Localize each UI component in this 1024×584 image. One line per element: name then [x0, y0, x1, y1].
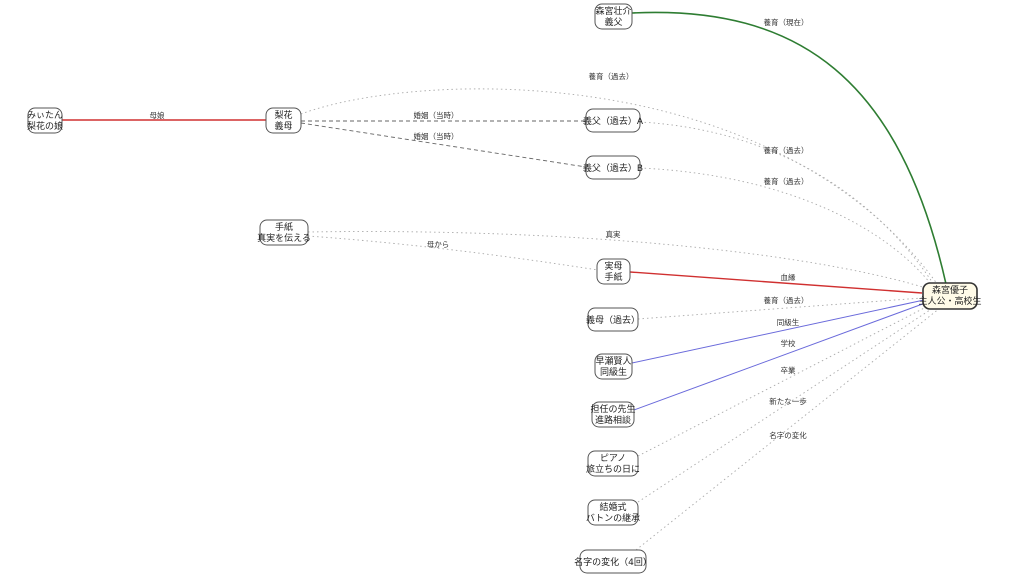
edge-label-letter-birthmom: 母から: [427, 240, 450, 249]
node-box: [265, 107, 302, 134]
node-label-line1: 義母（過去）: [586, 314, 640, 326]
node-box: [259, 219, 309, 246]
edge-label-letter-yuko: 真実: [606, 229, 621, 239]
node-label-line1: 名字の変化（4回）: [574, 556, 652, 568]
node-label-line1: 担任の先生: [590, 403, 635, 415]
node-teacher[interactable]: 担任の先生 進路相談: [590, 401, 636, 428]
node-rika[interactable]: 梨花 義母: [265, 107, 302, 134]
node-label-line1: 義父（過去）B: [583, 162, 643, 174]
edge-label-hayase-yuko: 同級生: [777, 317, 800, 327]
edge-label-wedding-yuko: 新たな一歩: [769, 396, 807, 406]
edge-label-fatherB-yuko: 養育（過去）: [764, 176, 809, 186]
node-stepmom[interactable]: 義母（過去）: [586, 307, 640, 332]
node-miitan[interactable]: みぃたん 梨花の娘: [27, 107, 63, 134]
edge-label-stepmom-yuko: 養育（過去）: [764, 295, 809, 305]
edge-label-miitan-rika: 母娘: [150, 110, 165, 120]
node-label-line2: 手紙: [604, 271, 622, 283]
node-sousuke[interactable]: 森宮壮介 義父: [594, 3, 633, 30]
node-fatherB[interactable]: 義父（過去）B: [583, 155, 643, 180]
node-piano[interactable]: ピアノ 旅立ちの日に: [586, 450, 640, 477]
node-label-line2: 義父: [604, 16, 622, 28]
edges: [62, 11, 947, 551]
edge-label-piano-yuko: 卒業: [781, 365, 796, 375]
edge-label-birthmom-yuko: 血縁: [781, 272, 796, 282]
edge-fatherB-yuko: [639, 167, 935, 289]
node-label-line2: バトンの継承: [586, 512, 640, 524]
edge-labels: 母娘 婚姻（当時） 婚姻（当時） 養育（過去） 養育（現在） 養育（過去） 養育…: [150, 17, 809, 440]
edge-rika-fatherB: [300, 122, 587, 168]
node-label-line2: 梨花の娘: [27, 120, 63, 132]
edge-sousuke-yuko: [631, 11, 947, 285]
edge-label-rika-yuko: 養育（過去）: [589, 71, 634, 81]
node-box: [579, 549, 647, 574]
edge-label-teacher-yuko: 学校: [781, 338, 796, 348]
edge-label-fatherA-yuko: 養育（過去）: [764, 145, 809, 155]
node-label-line2: 真実を伝える: [257, 232, 311, 244]
node-label-line1: 手紙: [275, 221, 293, 233]
node-label-line1: 森宮優子: [932, 284, 968, 296]
node-label-line1: 実母: [604, 260, 622, 272]
node-box: [587, 307, 639, 332]
edge-hayase-yuko: [631, 299, 925, 364]
edge-namechange-yuko: [635, 307, 941, 551]
node-box: [585, 108, 641, 133]
node-fatherA[interactable]: 義父（過去）A: [583, 108, 644, 133]
node-box: [591, 401, 635, 428]
node-label-line2: 主人公・高校生: [918, 295, 981, 307]
node-label-line1: ピアノ: [600, 453, 626, 464]
node-birthmom[interactable]: 実母 手紙: [596, 258, 631, 285]
node-hayase[interactable]: 早瀬賢人 同級生: [594, 353, 633, 380]
edge-letter-birthmom: [307, 235, 599, 271]
node-label-line1: 森宮壮介: [595, 5, 631, 17]
node-yuko[interactable]: 森宮優子 主人公・高校生: [918, 282, 982, 310]
node-label-line2: 旅立ちの日に: [586, 463, 640, 475]
node-box-main: [922, 282, 978, 310]
node-box: [596, 258, 631, 285]
node-label-line1: 結婚式: [599, 501, 626, 513]
node-label-line2: 進路相談: [595, 414, 631, 426]
node-label-line1: みぃたん: [27, 110, 63, 121]
node-box: [585, 155, 641, 180]
edge-letter-yuko: [307, 231, 927, 289]
node-label-line1: 早瀬賢人: [595, 355, 631, 367]
edge-label-sousuke-yuko: 養育（現在）: [764, 17, 809, 27]
edge-teacher-yuko: [633, 301, 929, 411]
node-wedding[interactable]: 結婚式 バトンの継承: [586, 499, 640, 526]
node-label-line2: 義母: [274, 120, 292, 132]
node-label-line2: 同級生: [600, 366, 627, 378]
node-namechange[interactable]: 名字の変化（4回）: [574, 549, 652, 574]
edge-rika-yuko: [300, 88, 941, 289]
edge-piano-yuko: [637, 303, 933, 457]
edge-label-rika-fatherB: 婚姻（当時）: [414, 131, 459, 141]
node-label-line1: 義父（過去）A: [583, 115, 644, 127]
edge-label-namechange-yuko: 名字の変化: [769, 430, 807, 440]
edge-fatherA-yuko: [639, 121, 937, 289]
node-box: [587, 450, 639, 477]
edge-wedding-yuko: [637, 305, 937, 503]
node-label-line1: 梨花: [274, 109, 292, 121]
nodes: みぃたん 梨花の娘 梨花 義母 森宮壮介 義父 義父（過去）A 義父（過去）B …: [27, 3, 982, 574]
edge-birthmom-yuko: [629, 271, 923, 294]
node-box: [27, 107, 63, 134]
node-letter[interactable]: 手紙 真実を伝える: [257, 219, 311, 246]
node-box: [587, 499, 639, 526]
node-box: [594, 353, 633, 380]
node-box: [594, 3, 633, 30]
edge-label-rika-fatherA: 婚姻（当時）: [414, 110, 459, 120]
